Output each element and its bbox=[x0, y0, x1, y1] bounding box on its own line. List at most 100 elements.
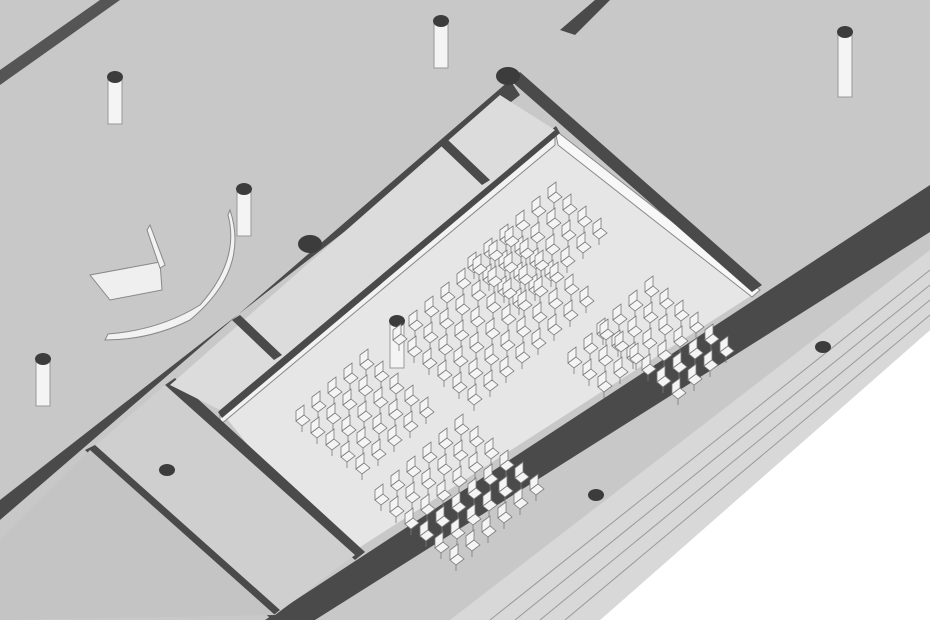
chair bbox=[516, 315, 532, 343]
auditorium-right-wall bbox=[510, 72, 762, 292]
chair bbox=[454, 413, 470, 441]
auditorium-floor bbox=[220, 130, 760, 560]
chair bbox=[484, 343, 500, 371]
chair bbox=[482, 489, 498, 517]
chair bbox=[579, 285, 595, 313]
chair bbox=[497, 501, 513, 529]
chair bbox=[688, 337, 704, 365]
chair bbox=[420, 493, 436, 521]
chair bbox=[455, 293, 471, 321]
chair bbox=[440, 281, 456, 309]
chair bbox=[434, 531, 450, 559]
chair bbox=[422, 441, 438, 469]
rear-wall-band bbox=[0, 80, 520, 520]
chair bbox=[627, 315, 643, 343]
chair bbox=[501, 303, 517, 331]
chair bbox=[483, 369, 499, 397]
chair bbox=[545, 233, 561, 261]
chair bbox=[547, 181, 563, 209]
chair bbox=[421, 467, 437, 495]
chair bbox=[424, 295, 440, 323]
chair bbox=[628, 289, 644, 317]
chair bbox=[452, 371, 468, 399]
chair bbox=[392, 323, 408, 351]
chair bbox=[641, 353, 657, 381]
foyer-lower-floor bbox=[0, 450, 275, 620]
chair bbox=[357, 400, 373, 428]
chair bbox=[576, 231, 592, 259]
chair bbox=[674, 299, 690, 327]
chair bbox=[437, 359, 453, 387]
chair bbox=[343, 362, 359, 390]
chair bbox=[423, 321, 439, 349]
column bbox=[35, 353, 51, 407]
chair bbox=[532, 301, 548, 329]
chair bbox=[469, 331, 485, 359]
chair bbox=[388, 398, 404, 426]
chair bbox=[451, 491, 467, 519]
chair bbox=[597, 370, 613, 398]
chair bbox=[504, 225, 520, 253]
stair-flight bbox=[89, 261, 163, 301]
chair bbox=[422, 347, 438, 375]
chair bbox=[487, 265, 503, 293]
column-base bbox=[815, 341, 831, 353]
chair bbox=[500, 329, 516, 357]
chair bbox=[499, 355, 515, 383]
lobby-floor bbox=[170, 95, 555, 410]
chair bbox=[408, 309, 424, 337]
chair bbox=[438, 333, 454, 361]
chair bbox=[435, 505, 451, 533]
chair bbox=[438, 427, 454, 455]
chair bbox=[657, 339, 673, 367]
chair bbox=[406, 455, 422, 483]
chair bbox=[519, 237, 535, 265]
chair bbox=[672, 351, 688, 379]
chair bbox=[530, 221, 546, 249]
chair bbox=[671, 377, 687, 405]
chair bbox=[340, 440, 356, 468]
chair bbox=[419, 396, 435, 424]
chair bbox=[467, 383, 483, 411]
chair bbox=[529, 473, 545, 501]
chair bbox=[483, 463, 499, 491]
chair bbox=[453, 439, 469, 467]
chair bbox=[644, 275, 660, 303]
chair bbox=[534, 249, 550, 277]
chair bbox=[704, 323, 720, 351]
chair bbox=[467, 477, 483, 505]
chair bbox=[582, 358, 598, 386]
chair bbox=[592, 217, 608, 245]
chair bbox=[325, 428, 341, 456]
top-corridor-wall bbox=[0, 0, 120, 85]
chair bbox=[449, 543, 465, 571]
column-base bbox=[496, 67, 520, 85]
chair bbox=[564, 273, 580, 301]
curved-screen bbox=[104, 208, 236, 341]
lobby-partition-2 bbox=[232, 315, 282, 360]
stair-rail bbox=[146, 223, 166, 269]
chair bbox=[531, 327, 547, 355]
chair bbox=[567, 346, 583, 374]
foyer-wall bbox=[85, 445, 280, 618]
chair bbox=[517, 289, 533, 317]
column-base bbox=[159, 464, 175, 476]
chair bbox=[599, 318, 615, 346]
chair bbox=[583, 332, 599, 360]
stair-steps bbox=[450, 250, 930, 620]
chair bbox=[488, 239, 504, 267]
chair bbox=[465, 529, 481, 557]
chair bbox=[436, 479, 452, 507]
chair bbox=[355, 452, 371, 480]
auditorium-inner-wall bbox=[218, 126, 560, 418]
chair bbox=[659, 287, 675, 315]
chair bbox=[560, 245, 576, 273]
chair bbox=[481, 515, 497, 543]
chair bbox=[403, 410, 419, 438]
chair bbox=[629, 342, 645, 370]
chair bbox=[531, 195, 547, 223]
chair bbox=[562, 193, 578, 221]
chair bbox=[546, 207, 562, 235]
foyer-floor bbox=[90, 385, 355, 615]
